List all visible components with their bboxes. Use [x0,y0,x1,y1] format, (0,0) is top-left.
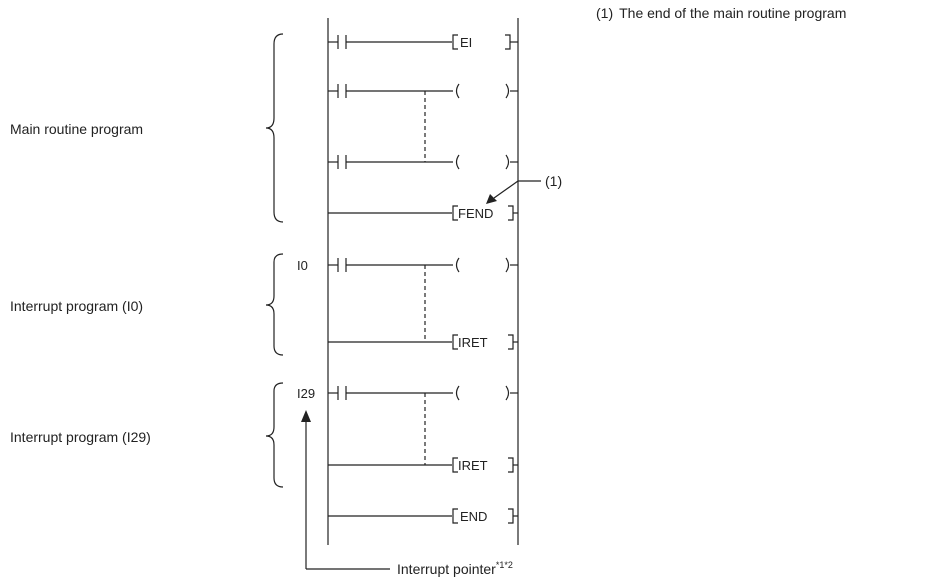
pointer-i29: I29 [297,386,315,401]
brace-interrupt-i29 [265,382,284,488]
callout-arrow-fend [486,180,541,204]
rung-iret-i0 [328,334,518,350]
brace-interrupt-i0 [265,253,284,356]
rung-iret-i29 [328,457,518,473]
rung-coil-i29 [328,385,518,401]
instruction-ei: EI [460,35,472,50]
footnote-number: (1) [596,5,614,21]
label-main-routine: Main routine program [10,121,143,137]
instruction-end: END [460,509,487,524]
brace-main-routine [265,33,284,223]
interrupt-pointer-footnote-marks: *1*2 [496,560,513,570]
rung-ei [328,34,518,50]
rung-end [328,508,518,524]
footnote-end-main-routine: (1) The end of the main routine program [596,5,846,21]
label-interrupt-i0: Interrupt program (I0) [10,298,143,314]
rung-coil-main-1 [328,83,518,99]
footnote-text: The end of the main routine program [619,5,847,21]
rung-coil-main-2 [328,154,518,170]
rung-fend [328,205,518,221]
interrupt-pointer-text: Interrupt pointer [397,561,496,577]
pointer-i0: I0 [297,258,308,273]
label-interrupt-pointer: Interrupt pointer*1*2 [397,560,513,577]
interrupt-pointer-arrow [301,410,390,570]
callout-label: (1) [545,173,562,189]
instruction-iret-i0: IRET [458,335,488,350]
label-interrupt-i29: Interrupt program (I29) [10,429,151,445]
instruction-fend: FEND [458,206,493,221]
instruction-iret-i29: IRET [458,458,488,473]
rung-coil-i0 [328,257,518,273]
